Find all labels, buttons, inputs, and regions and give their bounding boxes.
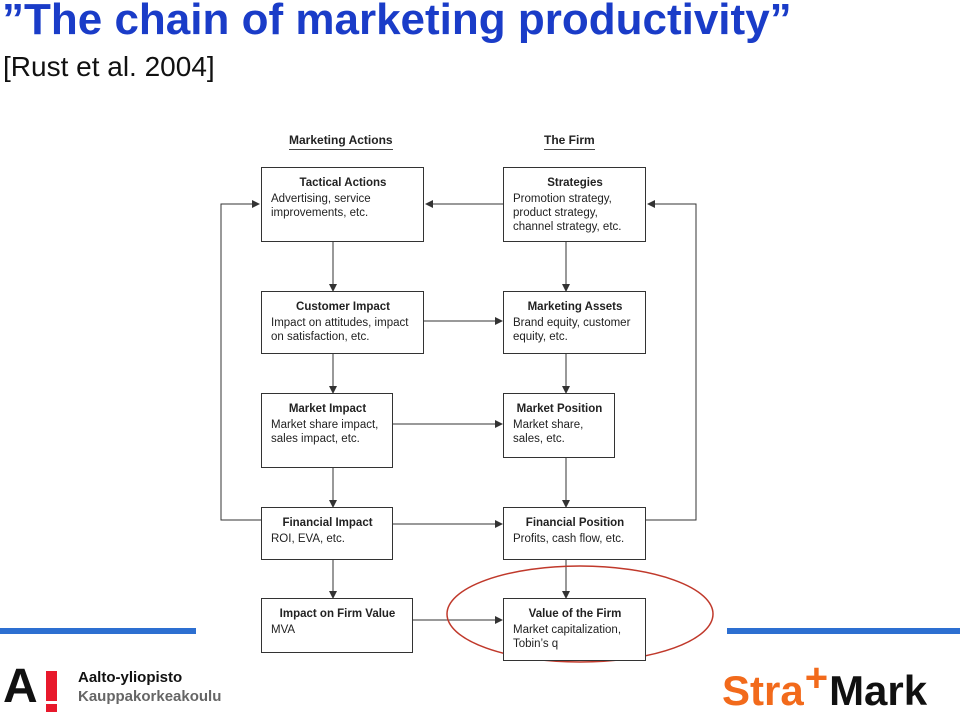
footer-bar-left <box>0 628 196 634</box>
box-body: Promotion strategy, product strategy, ch… <box>513 193 622 233</box>
box-body: Brand equity, customer equity, etc. <box>513 317 631 343</box>
box-marketing-assets: Marketing Assets Brand equity, customer … <box>503 291 646 354</box>
box-title: Market Impact <box>288 403 367 415</box>
box-body: Advertising, service improvements, etc. <box>271 193 371 219</box>
box-body: Impact on attitudes, impact on satisfact… <box>271 317 409 343</box>
box-title: Value of the Firm <box>528 608 622 620</box>
box-market-impact: Market Impact Market share impact, sales… <box>261 393 393 468</box>
slide-title: ”The chain of marketing productivity” <box>2 0 792 44</box>
box-financial-impact: Financial Impact ROI, EVA, etc. <box>261 507 393 560</box>
exclamation-dot-icon <box>46 704 57 712</box>
box-strategies: Strategies Promotion strategy, product s… <box>503 167 646 242</box>
box-title: Tactical Actions <box>299 177 387 189</box>
box-customer-impact: Customer Impact Impact on attitudes, imp… <box>261 291 424 354</box>
loop-right <box>646 200 697 521</box>
aalto-school: Kauppakorkeakoulu <box>78 688 222 705</box>
column-heading-the-firm: The Firm <box>544 133 595 150</box>
box-body: Market share impact, sales impact, etc. <box>271 419 379 445</box>
stramark-logo-part2: Mark <box>829 667 928 714</box>
box-title: Financial Position <box>525 517 625 529</box>
box-body: Market capitalization, Tobin’s q <box>513 624 622 650</box>
box-impact-on-firm-value: Impact on Firm Value MVA <box>261 598 413 653</box>
highlight-ellipse <box>446 565 714 663</box>
box-title: Strategies <box>547 177 603 189</box>
box-market-position: Market Position Market share, sales, etc… <box>503 393 615 458</box>
box-tactical-actions: Tactical Actions Advertising, service im… <box>261 167 424 242</box>
stramark-logo-part1: Stra <box>722 667 804 714</box>
box-financial-position: Financial Position Profits, cash flow, e… <box>503 507 646 560</box>
box-body: Market share, sales, etc. <box>513 419 584 445</box>
footer-bar-right <box>727 628 960 634</box>
box-body: Profits, cash flow, etc. <box>513 533 625 545</box>
box-title: Customer Impact <box>296 301 390 313</box>
box-title: Impact on Firm Value <box>279 608 396 620</box>
stramark-logo: Stra+Mark <box>722 656 928 715</box>
box-body: ROI, EVA, etc. <box>271 533 345 545</box>
exclamation-icon <box>46 671 57 701</box>
slide-citation: [Rust et al. 2004] <box>3 51 215 82</box>
box-title: Financial Impact <box>282 517 373 529</box>
loop-left <box>220 200 262 521</box>
box-title: Marketing Assets <box>527 301 623 313</box>
box-body: MVA <box>271 624 296 636</box>
box-title: Market Position <box>516 403 603 415</box>
column-heading-marketing-actions: Marketing Actions <box>289 133 393 150</box>
plus-icon: + <box>804 656 829 700</box>
box-value-of-the-firm: Value of the Firm Market capitalization,… <box>503 598 646 661</box>
aalto-letter-logo: A <box>3 660 38 713</box>
aalto-name: Aalto-yliopisto <box>78 669 183 686</box>
